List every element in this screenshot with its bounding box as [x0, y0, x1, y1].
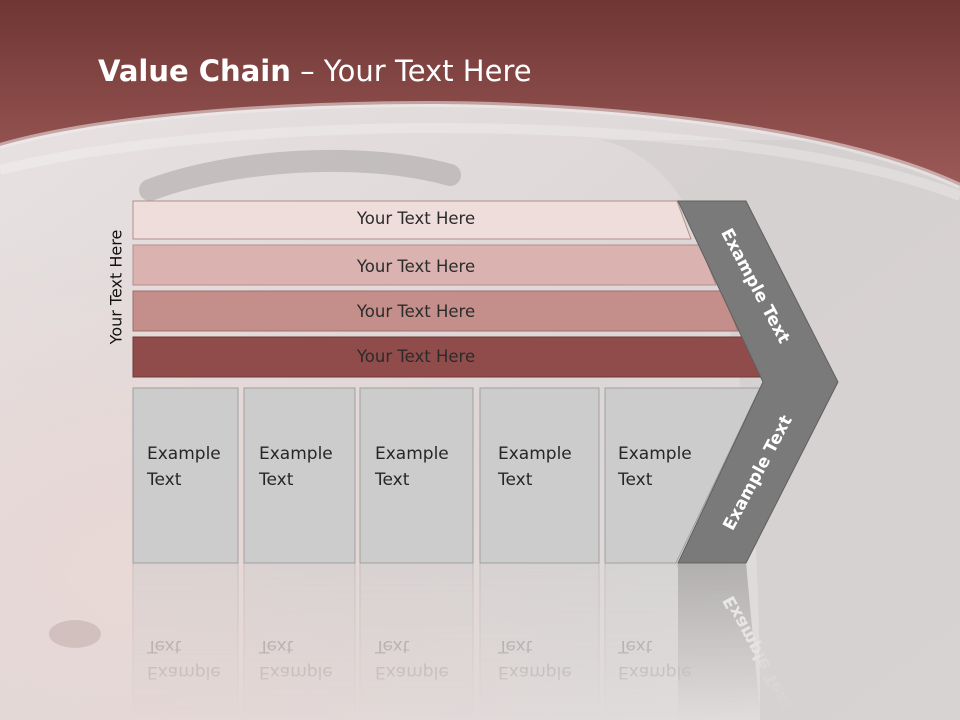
support-bar-1-label: Your Text Here [356, 209, 475, 228]
primary-column-2-line2: Text [258, 470, 294, 490]
reflection-column-2-line2: Text [258, 636, 294, 656]
primary-column-2-line1: Example [259, 444, 333, 464]
reflection-column-1-line1: Example [147, 662, 221, 682]
primary-column-5-line2: Text [617, 470, 653, 490]
primary-column-1 [132, 387, 239, 564]
reflection-column-2-line1: Example [259, 662, 333, 682]
reflection-column-1-line2: Text [146, 636, 182, 656]
title-band [0, 0, 960, 200]
support-bar-4-label: Your Text Here [356, 347, 475, 366]
diagram-reflection: Example Text Example Text Example Text E… [132, 562, 797, 720]
primary-column-3 [359, 387, 474, 564]
title-bold: Value Chain [98, 54, 291, 88]
title-rest: – Your Text Here [290, 54, 532, 88]
primary-column-4-line2: Text [497, 470, 533, 490]
primary-column-1-line2: Text [146, 470, 182, 490]
reflection-chevron [678, 563, 761, 720]
reflection-column-2 [243, 562, 356, 720]
primary-column-3-line2: Text [374, 470, 410, 490]
primary-column-1-line1: Example [147, 444, 221, 464]
reflection-column-5-line1: Example [618, 662, 692, 682]
primary-column-3-line1: Example [375, 444, 449, 464]
support-bar-2 [132, 244, 717, 286]
reflection-column-3 [359, 562, 474, 720]
primary-column-4 [479, 387, 600, 564]
support-bar-3-label: Your Text Here [356, 302, 475, 321]
reflection-column-4-line2: Text [497, 636, 533, 656]
support-bar-3 [132, 290, 739, 332]
reflection-column-3-line2: Text [374, 636, 410, 656]
primary-column-5-line1: Example [618, 444, 692, 464]
reflection-column-5-line2: Text [617, 636, 653, 656]
support-bar-1 [132, 200, 692, 240]
support-bars: Your Text Here Your Text Here Your Text … [132, 200, 764, 378]
slide-title: Value Chain – Your Text Here [98, 54, 532, 88]
support-bar-2-label: Your Text Here [356, 257, 475, 276]
reflection-column-1 [132, 562, 239, 720]
reflection-column-3-line1: Example [375, 662, 449, 682]
primary-column-4-line1: Example [498, 444, 572, 464]
reflection-column-4-line1: Example [498, 662, 572, 682]
primary-columns: Example Text Example Text Example Text E… [132, 387, 761, 564]
reflection-column-4 [479, 562, 600, 720]
